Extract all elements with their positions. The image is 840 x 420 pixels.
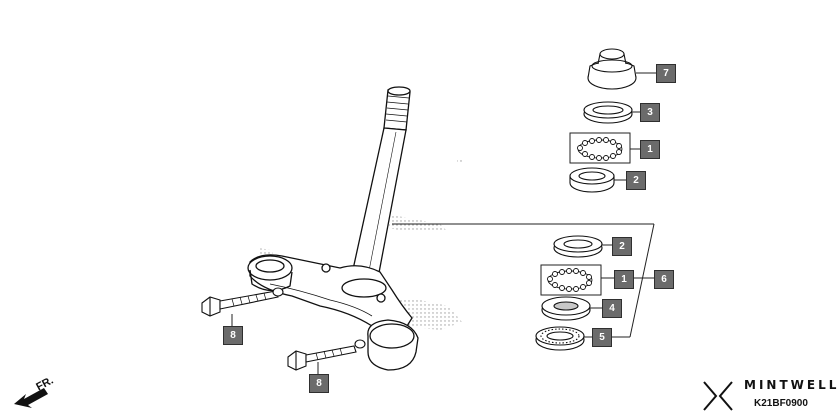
diagram-code: K21BF0900	[754, 398, 808, 409]
bearing-lower-part	[547, 268, 593, 292]
front-direction-arrow-icon	[14, 388, 48, 408]
callout-8-bottom: 8	[309, 374, 329, 393]
dust-seal-part	[583, 101, 633, 124]
race-lower-part	[553, 235, 603, 258]
callout-2-upper: 2	[626, 171, 646, 190]
race-part-4	[541, 296, 591, 321]
mintwell-logo-icon	[703, 381, 733, 411]
race-upper-part	[569, 167, 615, 193]
callout-1-lower: 1	[614, 270, 634, 289]
callout-1-upper: 1	[640, 140, 660, 159]
bolt-left	[201, 287, 284, 317]
steering-stem	[247, 86, 419, 371]
callout-2-lower: 2	[612, 237, 632, 256]
callout-5: 5	[592, 328, 612, 347]
callout-3: 3	[640, 103, 660, 122]
brand-name: MINTWELL	[744, 378, 840, 392]
callout-7: 7	[656, 64, 676, 83]
bolt-bottom	[287, 339, 366, 371]
leader-lines	[231, 72, 656, 374]
dust-seal-part-5	[535, 326, 585, 351]
adjusting-nut-part	[587, 48, 637, 90]
callout-6: 6	[654, 270, 674, 289]
callout-8-left: 8	[223, 326, 243, 345]
bearing-upper-part	[577, 137, 623, 161]
callout-4: 4	[602, 299, 622, 318]
brand-block: MINTWELL	[738, 378, 839, 392]
